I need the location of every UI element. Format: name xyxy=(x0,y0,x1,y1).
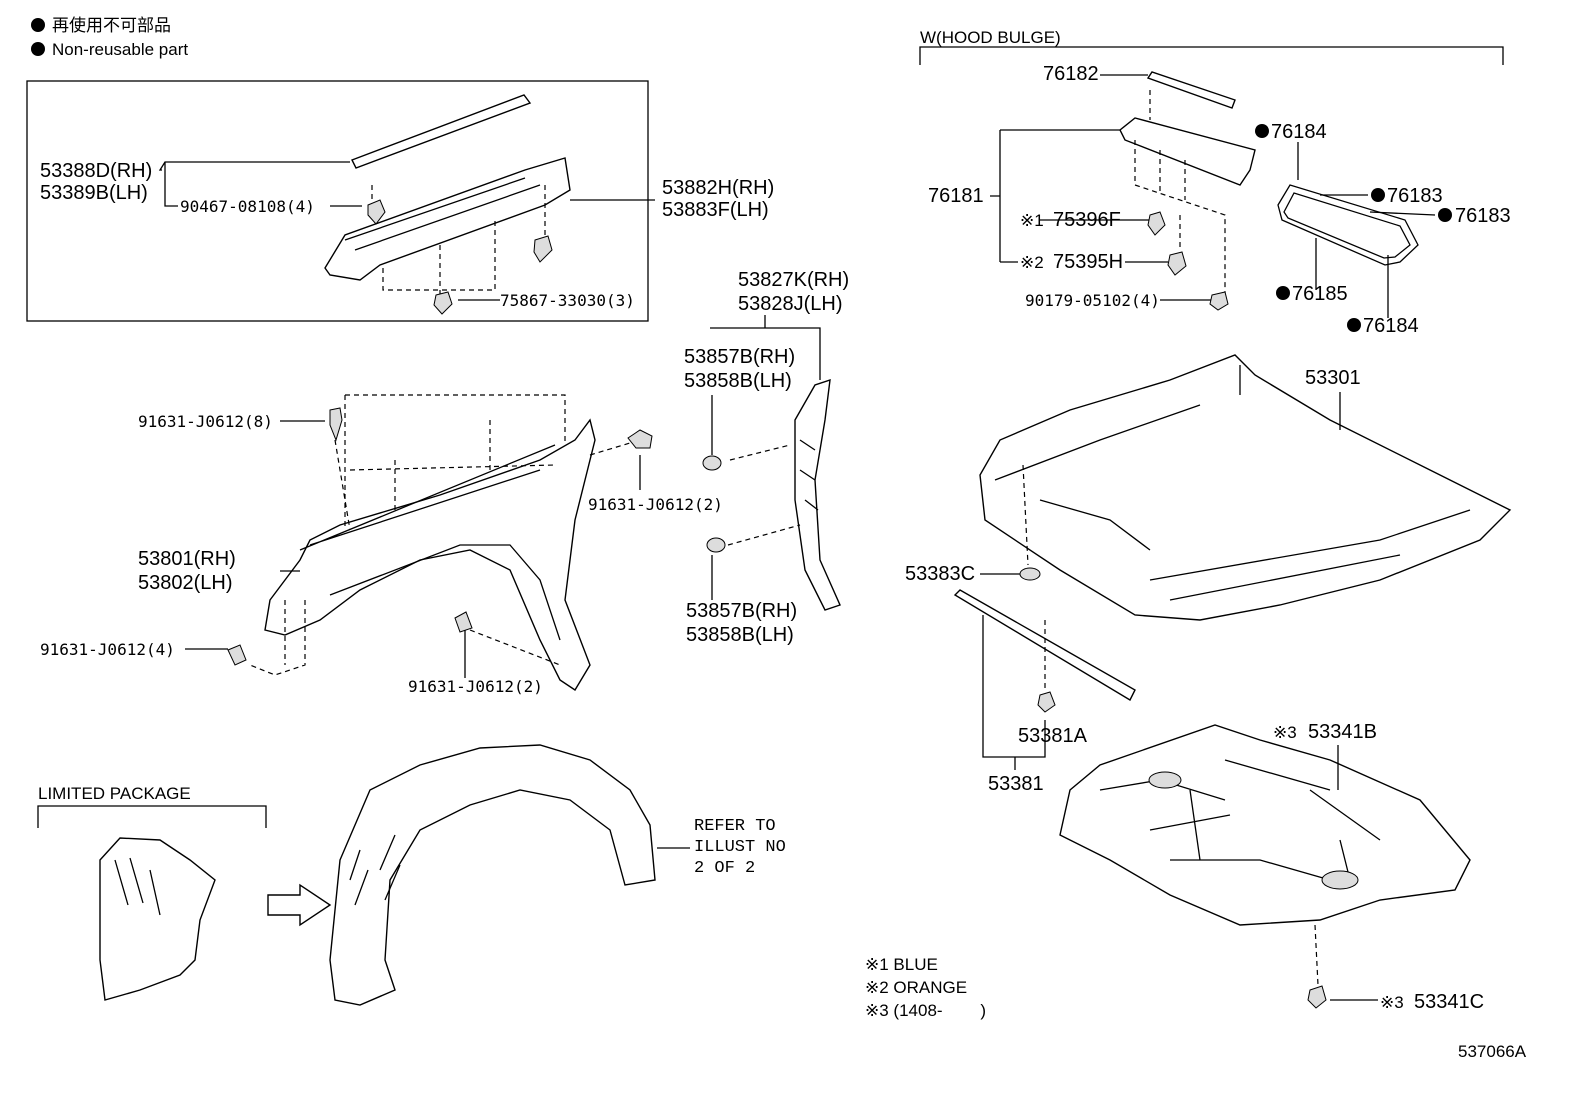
label-91631-4: 91631-J0612(4) xyxy=(40,640,175,659)
legend-en: Non-reusable part xyxy=(52,40,188,59)
fender-seal-shape xyxy=(794,378,841,611)
clip-75396F-icon xyxy=(1147,211,1166,236)
cowl-seal-group-box xyxy=(26,80,649,322)
fender-liner-shape xyxy=(329,744,656,1006)
bolt-icon xyxy=(329,407,343,442)
clip-icon xyxy=(533,235,553,263)
fender-shape xyxy=(264,418,596,691)
bolt-icon xyxy=(627,429,653,449)
non-reusable-dot-icon xyxy=(31,42,45,56)
limited-package-bracket xyxy=(37,805,267,828)
label-53883F: 53883F(LH) xyxy=(662,199,769,221)
hood-seal-shape xyxy=(953,589,1136,701)
bolt-icon xyxy=(454,611,473,633)
non-reusable-dot-icon xyxy=(1438,208,1452,222)
hood-bulge-title: W(HOOD BULGE) xyxy=(920,28,1061,47)
label-53381: 53381 xyxy=(988,773,1044,795)
label-91631-2a: 91631-J0612(2) xyxy=(588,495,723,514)
label-53801: 53801(RH) xyxy=(138,548,236,570)
label-53858B-bot: 53858B(LH) xyxy=(686,624,794,646)
label-76185: 76185 xyxy=(1292,283,1348,305)
clip-75395H-icon xyxy=(1167,251,1187,276)
mark-1: ※1 xyxy=(1020,211,1044,230)
bulge-strip-shape xyxy=(1146,71,1236,109)
hood-insulator-shape xyxy=(1059,724,1471,926)
insulator-recess-icon xyxy=(1148,771,1182,789)
label-75396F: 75396F xyxy=(1053,209,1121,231)
arrow-right-icon xyxy=(267,883,332,927)
label-90467: 90467-08108(4) xyxy=(180,197,315,216)
diagram-id: 537066A xyxy=(1458,1042,1527,1061)
mark-2: ※2 xyxy=(1020,253,1044,272)
label-53857B-bot: 53857B(RH) xyxy=(686,600,797,622)
label-53827K: 53827K(RH) xyxy=(738,269,849,291)
bolt-icon xyxy=(227,644,247,666)
note-1: ※1 BLUE xyxy=(865,955,938,974)
label-76184b: 76184 xyxy=(1363,315,1419,337)
label-53341C: 53341C xyxy=(1414,991,1484,1013)
non-reusable-dot-icon xyxy=(1276,286,1290,300)
label-76183a: 76183 xyxy=(1387,185,1443,207)
label-91631-2b: 91631-J0612(2) xyxy=(408,677,543,696)
label-53828J: 53828J(LH) xyxy=(738,293,843,315)
seal-strip-shape xyxy=(351,94,532,169)
label-76181: 76181 xyxy=(928,185,984,207)
label-76182: 76182 xyxy=(1043,63,1099,85)
insulator-recess-icon xyxy=(1321,870,1359,890)
clip-53857B-icon xyxy=(706,537,726,553)
label-53383C: 53383C xyxy=(905,563,975,585)
hood-bulge-bracket xyxy=(919,46,1504,65)
label-53857B-top: 53857B(RH) xyxy=(684,346,795,368)
label-91631-8: 91631-J0612(8) xyxy=(138,412,273,431)
label-53301: 53301 xyxy=(1305,367,1361,389)
cowl-panel-shape xyxy=(324,157,571,281)
hood-cushion-icon xyxy=(1019,567,1041,581)
limited-liner-shape xyxy=(99,837,216,1001)
non-reusable-dot-icon xyxy=(1255,124,1269,138)
non-reusable-dot-icon xyxy=(1347,318,1361,332)
note-2: ※2 ORANGE xyxy=(865,978,967,997)
non-reusable-dot-icon xyxy=(1371,188,1385,202)
label-53388D: 53388D(RH) xyxy=(40,160,152,182)
label-76183b: 76183 xyxy=(1455,205,1511,227)
bulge-seal-shape xyxy=(1277,184,1419,266)
label-53858B-top: 53858B(LH) xyxy=(684,370,792,392)
label-53802: 53802(LH) xyxy=(138,572,233,594)
hood-bulge-shape xyxy=(1119,117,1256,186)
label-90179: 90179-05102(4) xyxy=(1025,291,1160,310)
refer-line2: ILLUST NO xyxy=(694,838,786,857)
hood-shape xyxy=(979,354,1512,621)
limited-package-title: LIMITED PACKAGE xyxy=(38,784,191,803)
clip-90179-icon xyxy=(1209,291,1229,311)
note-3: ※3 (1408- ) xyxy=(865,1001,986,1020)
clip-90467-icon xyxy=(367,199,386,225)
mark-3b: ※3 xyxy=(1380,993,1404,1012)
clip-75867-icon xyxy=(433,291,453,315)
label-75867: 75867-33030(3) xyxy=(500,291,635,310)
refer-line3: 2 OF 2 xyxy=(694,859,755,878)
refer-line1: REFER TO xyxy=(694,817,776,836)
mark-3a: ※3 xyxy=(1273,723,1297,742)
legend-jp: 再使用不可部品 xyxy=(52,15,171,35)
non-reusable-dot-icon xyxy=(31,18,45,32)
clip-53341C-icon xyxy=(1307,985,1327,1009)
label-53882H: 53882H(RH) xyxy=(662,177,774,199)
label-53341B: 53341B xyxy=(1308,721,1377,743)
label-76184a: 76184 xyxy=(1271,121,1327,143)
label-53381A: 53381A xyxy=(1018,725,1088,747)
clip-53857B-icon xyxy=(702,455,722,471)
clip-53381A-icon xyxy=(1037,691,1056,713)
label-53389B: 53389B(LH) xyxy=(40,182,148,204)
label-75395H: 75395H xyxy=(1053,251,1123,273)
